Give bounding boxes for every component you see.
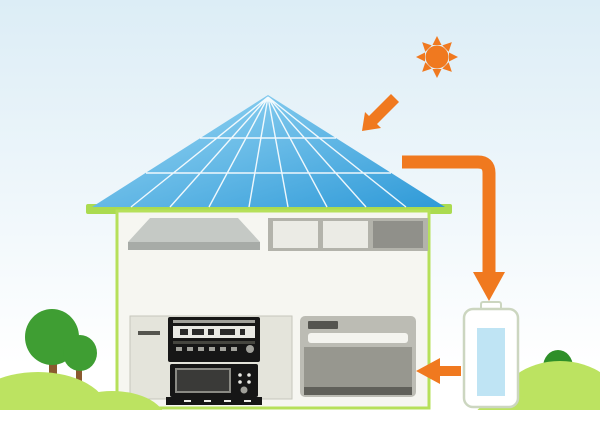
sunlight-arrow [362,94,399,131]
oven-control-strip [173,341,255,344]
oven-buttons [176,345,254,353]
appliance-base-strip [166,397,262,405]
window-pane-right [373,221,423,248]
microwave-knob [240,386,248,394]
range-hood [128,218,260,242]
sun-icon [416,36,458,78]
window-pane-middle [323,221,368,248]
solar-panel-grid [130,96,407,208]
range-hood-band [128,242,260,250]
sun-ray [432,36,442,45]
dishwasher-control-panel [308,321,338,329]
dishwasher-slot [308,333,408,343]
window-pane-left [273,221,318,248]
kitchen [129,315,416,405]
house [86,95,452,410]
ground [0,410,600,429]
dishwasher-base [304,387,412,395]
roof-to-battery-arrow-head [473,272,505,301]
oven-display-marks [180,329,245,335]
sun-ray [449,52,458,62]
oven-vent-line [173,320,255,323]
microwave-buttons [238,373,251,394]
second-floor [128,218,428,251]
battery-charge-level [477,328,505,396]
oven-unit [168,317,260,362]
sun-ray [416,52,425,62]
microwave-unit [170,364,258,397]
battery-to-house-arrow [416,358,461,384]
sun-core [425,45,449,69]
roof-to-battery-arrow-shaft [402,155,496,274]
storage-battery [462,301,520,409]
roof-to-battery-arrow [402,155,505,301]
dishwasher-door [304,347,412,387]
appliance-base [166,397,262,405]
tree-canopy-small [63,335,97,371]
dishwasher [300,316,416,397]
solar-panel-roof [92,95,445,207]
sun-ray [432,69,442,78]
oven-knob [246,345,254,353]
microwave-window [175,368,231,393]
oven-body [168,317,260,362]
cabinet-handle [138,331,160,335]
